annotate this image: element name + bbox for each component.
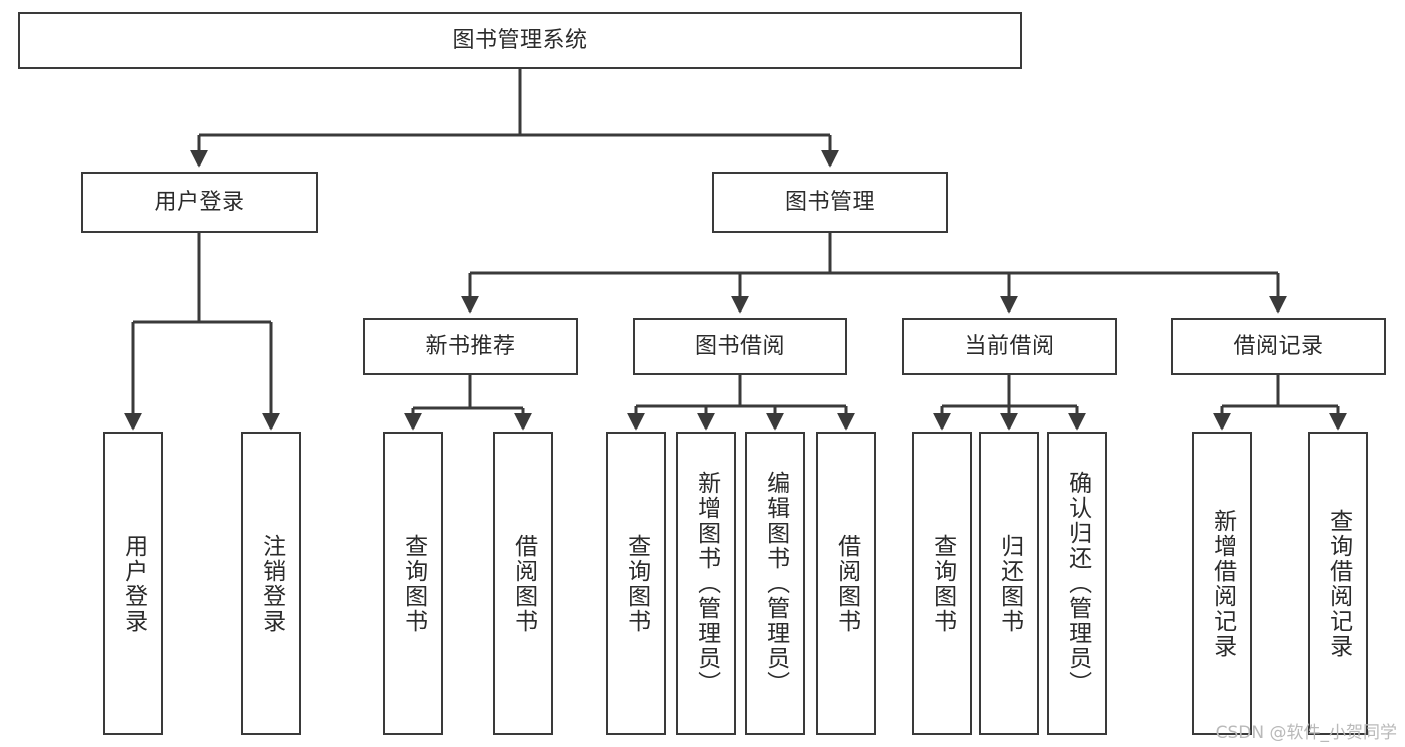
node-leaf-query-record[interactable]: 查询借阅记录 (1308, 432, 1368, 735)
node-borrow-record-label: 借阅记录 (1233, 333, 1324, 359)
node-user-login[interactable]: 用户登录 (81, 172, 318, 233)
node-leaf-query-book-2-label: 查询图书 (623, 533, 650, 634)
node-leaf-borrow-book-2[interactable]: 借阅图书 (816, 432, 876, 735)
node-book-manage-label: 图书管理 (784, 189, 875, 215)
node-borrow-record[interactable]: 借阅记录 (1171, 318, 1386, 375)
node-leaf-add-record[interactable]: 新增借阅记录 (1192, 432, 1252, 735)
csdn-watermark: CSDN @软件_小贺同学 (1215, 723, 1397, 743)
node-leaf-confirm-return[interactable]: 确认归还（管理员） (1047, 432, 1107, 735)
node-leaf-user-login[interactable]: 用户登录 (103, 432, 163, 735)
node-leaf-confirm-return-label: 确认归还（管理员） (1064, 471, 1091, 696)
node-new-book-recommend-label: 新书推荐 (425, 333, 516, 359)
node-book-manage[interactable]: 图书管理 (712, 172, 948, 233)
node-leaf-borrow-book-1-label: 借阅图书 (510, 533, 537, 634)
node-leaf-query-record-label: 查询借阅记录 (1325, 508, 1352, 659)
node-leaf-return-book[interactable]: 归还图书 (979, 432, 1039, 735)
node-leaf-user-login-label: 用户登录 (120, 533, 147, 634)
node-user-login-label: 用户登录 (154, 189, 245, 215)
node-leaf-edit-book[interactable]: 编辑图书（管理员） (745, 432, 805, 735)
node-leaf-add-book[interactable]: 新增图书（管理员） (676, 432, 736, 735)
node-leaf-edit-book-label: 编辑图书（管理员） (762, 471, 789, 696)
node-leaf-add-book-label: 新增图书（管理员） (693, 471, 720, 696)
node-leaf-borrow-book-1[interactable]: 借阅图书 (493, 432, 553, 735)
node-leaf-borrow-book-2-label: 借阅图书 (833, 533, 860, 634)
node-leaf-query-book-3[interactable]: 查询图书 (912, 432, 972, 735)
node-book-borrow-label: 图书借阅 (694, 333, 785, 359)
node-leaf-query-book-1-label: 查询图书 (400, 533, 427, 634)
node-root[interactable]: 图书管理系统 (18, 12, 1022, 69)
node-leaf-query-book-3-label: 查询图书 (929, 533, 956, 634)
node-leaf-query-book-1[interactable]: 查询图书 (383, 432, 443, 735)
node-root-label: 图书管理系统 (452, 27, 588, 53)
node-leaf-query-book-2[interactable]: 查询图书 (606, 432, 666, 735)
node-book-borrow[interactable]: 图书借阅 (633, 318, 847, 375)
node-new-book-recommend[interactable]: 新书推荐 (363, 318, 578, 375)
node-leaf-return-book-label: 归还图书 (996, 533, 1023, 634)
node-leaf-add-record-label: 新增借阅记录 (1209, 508, 1236, 659)
node-leaf-logout-label: 注销登录 (258, 533, 285, 634)
node-current-borrow[interactable]: 当前借阅 (902, 318, 1117, 375)
node-leaf-logout[interactable]: 注销登录 (241, 432, 301, 735)
node-current-borrow-label: 当前借阅 (964, 333, 1055, 359)
